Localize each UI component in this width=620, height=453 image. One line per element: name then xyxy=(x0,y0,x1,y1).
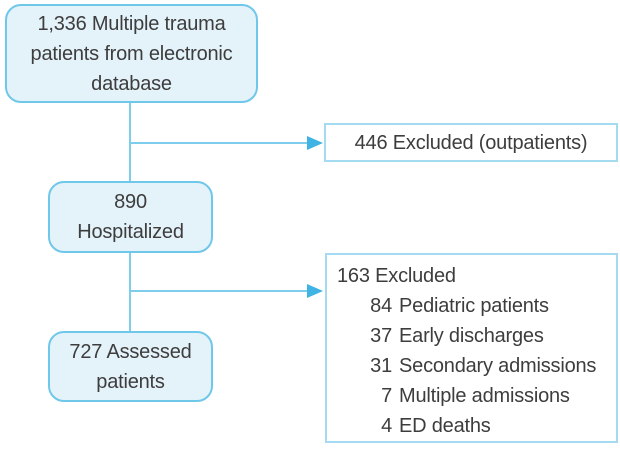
excluded-item: 31 Secondary admissions xyxy=(337,351,596,381)
excluded-item: 37 Early discharges xyxy=(337,321,544,351)
excluded-item-count: 7 xyxy=(381,385,392,407)
box-hospitalized-label: Hospitalized xyxy=(77,221,184,243)
arrow-right-icon xyxy=(307,284,323,298)
box-source-line3: database xyxy=(91,72,172,95)
connector-hospitalized-to-assessed xyxy=(129,252,131,332)
box-excluded-details-title: 163 Excluded xyxy=(337,265,456,287)
excluded-item-label: Early discharges xyxy=(399,325,544,347)
box-assessed-line1: 727 Assessed xyxy=(69,340,192,363)
excluded-item-count: 31 xyxy=(370,355,392,377)
excluded-item-label: Multiple admissions xyxy=(399,385,570,407)
excluded-item-label: Pediatric patients xyxy=(399,295,549,317)
box-source-line1: 1,336 Multiple trauma xyxy=(37,12,226,35)
box-excluded-outpatients: 446 Excluded (outpatients) xyxy=(324,123,618,162)
box-excluded-outpatients-label: 446 Excluded (outpatients) xyxy=(354,131,588,154)
connector-branch-excluded2 xyxy=(129,290,308,292)
excluded-item-count: 84 xyxy=(370,295,392,317)
box-assessed-line2: patients xyxy=(96,370,165,393)
excluded-item-label: ED deaths xyxy=(399,415,491,437)
excluded-item-count: 4 xyxy=(381,415,392,437)
box-excluded-details: 163 Excluded 84 Pediatric patients 37 Ea… xyxy=(325,253,618,443)
excluded-item: 84 Pediatric patients xyxy=(337,291,549,321)
box-hospitalized-count: 890 xyxy=(114,191,147,213)
arrow-right-icon xyxy=(307,136,323,150)
box-source-patients: 1,336 Multiple trauma patients from elec… xyxy=(5,4,258,103)
excluded-item-label: Secondary admissions xyxy=(399,355,597,377)
excluded-item: 4 ED deaths xyxy=(337,411,491,441)
box-assessed-patients: 727 Assessed patients xyxy=(48,331,213,402)
excluded-item: 7 Multiple admissions xyxy=(337,381,570,411)
box-hospitalized: 890 Hospitalized xyxy=(48,181,213,253)
excluded-item-count: 37 xyxy=(370,325,392,347)
connector-branch-excluded1 xyxy=(129,142,308,144)
box-source-line2: patients from electronic xyxy=(30,42,233,65)
